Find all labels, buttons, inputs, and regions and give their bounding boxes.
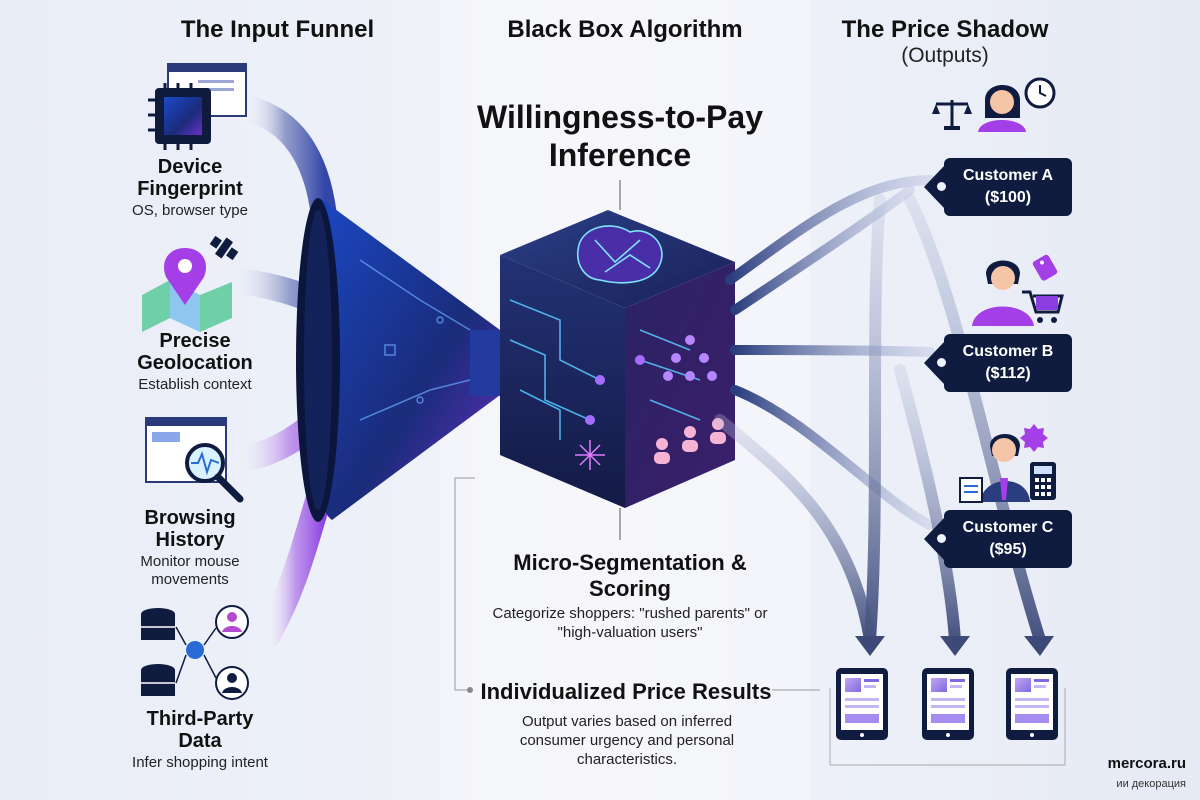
price-shadow-subtitle: (Outputs) [901, 44, 989, 67]
customer-price: ($100) [984, 189, 1032, 206]
input-browsing-history: Browsing History Monitor mouse movements [110, 507, 270, 589]
black-box-title: Black Box Algorithm [507, 16, 743, 43]
database-icon [141, 605, 249, 700]
map-pin-icon [142, 235, 239, 332]
person-cart-icon [972, 254, 1064, 326]
customer-name: Customer B [962, 343, 1054, 360]
input-precise-geolocation: Precise Geolocation Establish context [110, 330, 280, 394]
input-title: Browsing History [144, 507, 236, 551]
magnifier-icon [145, 417, 244, 503]
input-device-fingerprint: Device Fingerprint OS, browser type [110, 156, 270, 220]
input-title: Device Fingerprint [137, 156, 243, 200]
customer-b-tag: Customer B ($112) [924, 334, 1072, 392]
network-tree-icon [663, 335, 717, 381]
input-funnel-title: The Input Funnel [180, 16, 375, 43]
results-text: Output varies based on inferred consumer… [519, 713, 735, 768]
customer-price: ($95) [989, 541, 1027, 558]
brain-icon [576, 225, 663, 284]
wtp-inference-title: Willingness-to-Pay Inference [477, 99, 763, 173]
watermark-caption: ии декорация [1116, 778, 1186, 790]
segmentation-title: Micro-Segmentation & Scoring [513, 550, 747, 601]
customer-c-tag: Customer C ($95) [924, 510, 1072, 568]
input-title: Third-Party Data [146, 708, 254, 752]
scales-person-clock-icon [932, 77, 1056, 132]
spark-icon [575, 440, 605, 470]
black-box-cube [500, 180, 735, 540]
customer-name: Customer C [962, 519, 1054, 536]
output-arrowheads [855, 636, 1054, 656]
person-calculator-icon [959, 424, 1056, 503]
input-title: Precise Geolocation [137, 330, 253, 374]
segmentation-text: Categorize shoppers: "rushed parents" or… [492, 605, 768, 641]
price-shadow-title: The Price Shadow [841, 16, 1049, 43]
results-title: Individualized Price Results [480, 679, 772, 704]
input-subtitle: Establish context [138, 376, 252, 393]
input-subtitle: Monitor mouse movements [140, 553, 240, 588]
tablet-icons [836, 668, 1058, 740]
customer-a-tag: Customer A ($100) [924, 158, 1072, 216]
customer-name: Customer A [962, 167, 1054, 184]
input-subtitle: OS, browser type [132, 202, 248, 219]
input-third-party-data: Third-Party Data Infer shopping intent [105, 708, 295, 772]
cpu-icon [148, 63, 247, 150]
watermark-site: mercora.ru [1107, 755, 1186, 772]
input-subtitle: Infer shopping intent [132, 754, 268, 771]
customer-price: ($112) [985, 365, 1031, 382]
